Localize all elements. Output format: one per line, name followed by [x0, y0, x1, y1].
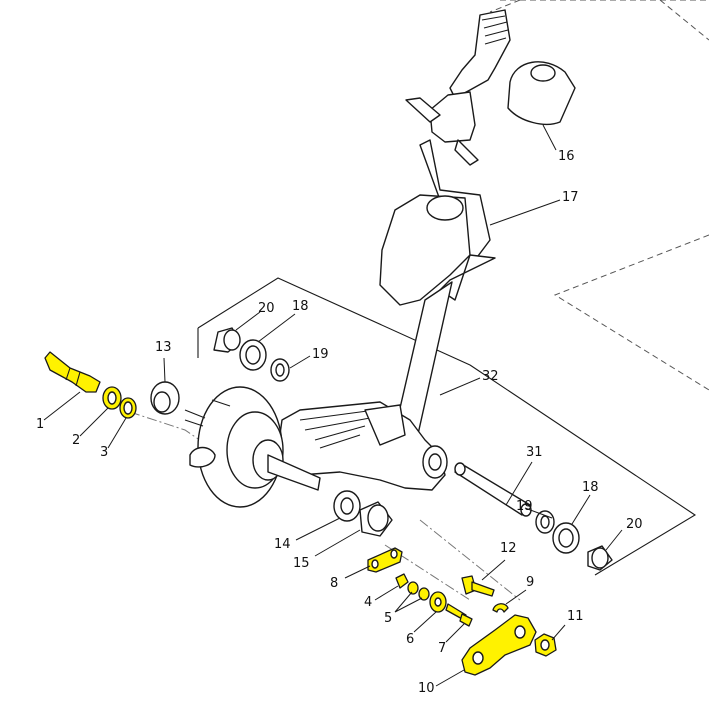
callout-15: 15 — [293, 556, 310, 571]
part-6-spacer — [429, 591, 447, 613]
callout-6: 6 — [406, 632, 414, 647]
callout-31: 31 — [526, 445, 543, 460]
part-32-axle-arm — [274, 401, 448, 491]
leader-lines — [43, 124, 623, 687]
callout-19-upper: 19 — [312, 347, 329, 362]
part-5-washers — [407, 581, 430, 601]
part-9-clip — [492, 603, 509, 613]
part-2-washer — [102, 386, 122, 410]
callout-2: 2 — [72, 433, 80, 448]
callout-18-lower: 18 — [582, 480, 599, 495]
callout-7: 7 — [438, 641, 446, 656]
callout-8: 8 — [330, 576, 338, 591]
callout-18-upper: 18 — [292, 299, 309, 314]
part-14-bearing — [333, 490, 361, 522]
part-18-ring-upper — [239, 339, 267, 371]
frame-dashed-line — [489, 0, 709, 391]
callout-1: 1 — [36, 417, 44, 432]
part-19-washer-lower — [535, 510, 555, 534]
callout-17: 17 — [562, 190, 579, 205]
part-11-nut — [534, 633, 557, 657]
part-3-circlip — [119, 397, 137, 419]
part-10-bracket-arm — [461, 614, 537, 676]
callout-16: 16 — [558, 149, 575, 164]
part-20-bush-lower — [587, 545, 613, 571]
part-8-link-plate — [367, 547, 403, 573]
part-12-bolt — [461, 575, 495, 597]
part-31-pin — [454, 462, 532, 517]
assembly-boundary-line — [197, 277, 697, 576]
part-19-washer-upper — [270, 358, 290, 382]
part-17-steering-upright — [379, 9, 511, 471]
callout-20-upper: 20 — [258, 301, 275, 316]
hub-assembly — [184, 386, 321, 508]
callout-5: 5 — [384, 611, 392, 626]
callout-11: 11 — [567, 609, 584, 624]
part-15-bush — [359, 501, 393, 537]
callout-13: 13 — [155, 340, 172, 355]
callout-12: 12 — [500, 541, 517, 556]
part-13-bearing — [150, 381, 180, 415]
part-7-bolt — [445, 603, 473, 627]
callout-20-lower: 20 — [626, 517, 643, 532]
callout-3: 3 — [100, 445, 108, 460]
callout-9: 9 — [526, 575, 534, 590]
callout-labels: 1 2 3 4 5 6 7 8 9 10 11 12 13 14 15 16 1… — [36, 149, 643, 696]
callout-4: 4 — [364, 595, 372, 610]
part-1-stud — [44, 351, 101, 393]
part-1-highlight — [44, 351, 101, 393]
callout-32: 32 — [482, 369, 499, 384]
part-4-bush — [395, 573, 409, 589]
callout-14: 14 — [274, 537, 291, 552]
part-20-bush-upper — [213, 327, 241, 353]
callout-19-lower: 19 — [516, 499, 533, 514]
callout-10: 10 — [418, 681, 435, 696]
part-16-bump-stop — [507, 61, 576, 126]
part-18-ring-lower — [552, 522, 580, 554]
